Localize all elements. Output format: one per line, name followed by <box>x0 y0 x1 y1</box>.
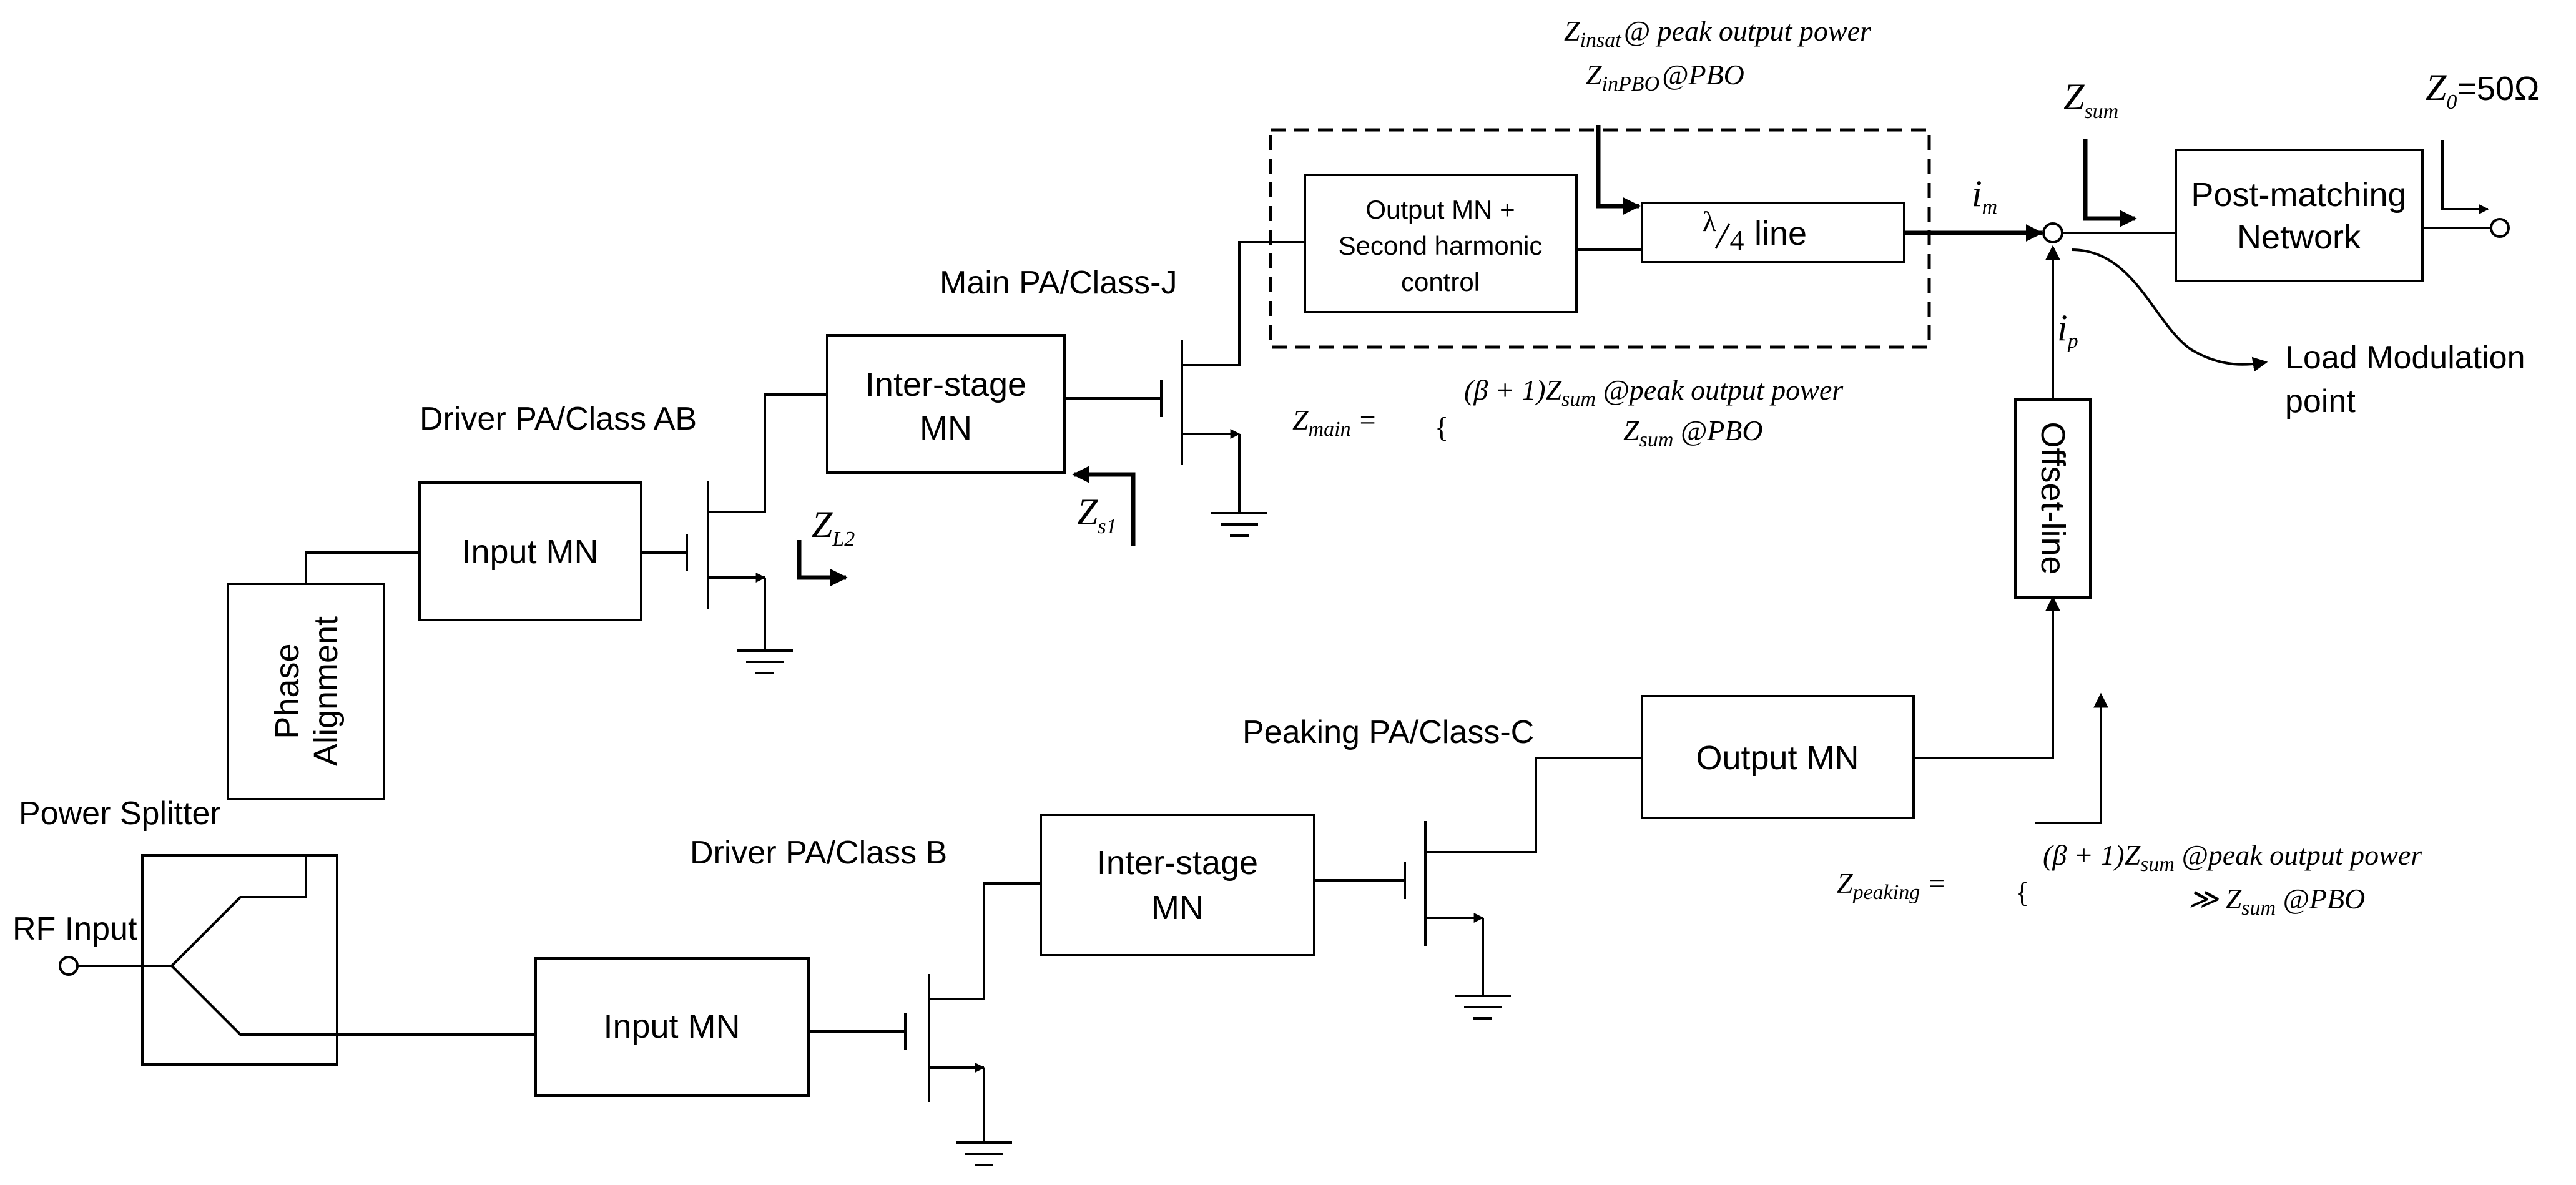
z-s1-label: Zs1 <box>1077 491 1117 538</box>
interstage-top-label-2: MN <box>920 410 972 447</box>
output-mn-main-label-3: control <box>1401 267 1480 297</box>
phase-alignment-label-1: Phase <box>268 643 306 739</box>
output-network-dashed-box <box>1269 128 1931 349</box>
z-0-label: Z0=50Ω <box>2426 67 2539 114</box>
interstage-top-label-1: Inter-stage <box>865 366 1026 403</box>
svg-text:Zmain=: Zmain= <box>1292 404 1376 441</box>
summing-node <box>2042 222 2063 243</box>
rf-output-terminal <box>2490 218 2510 238</box>
z-inpbo-label: ZinPBO@PBO <box>1586 59 1744 96</box>
svg-text:(β + 1)Zsum @peak output power: (β + 1)Zsum @peak output power <box>2043 839 2422 876</box>
z-insat-label: Zinsat@ peak output power <box>1564 15 1872 52</box>
post-matching-label-2: Network <box>2237 219 2361 256</box>
peaking-pa-transistor <box>1404 821 1511 1020</box>
output-mn-main-block <box>1304 174 1578 313</box>
interstage-mn-top-block <box>826 334 1066 474</box>
z-peaking-equation: Zpeaking= { (β + 1)Zsum @peak output pow… <box>1837 839 2422 920</box>
input-mn-top-label: Input MN <box>461 533 598 571</box>
interstage-mn-bottom-block <box>1040 814 1315 956</box>
main-pa-label: Main PA/Class-J <box>940 265 1177 301</box>
z-insat-arrow <box>1596 125 1641 215</box>
driver-ab-transistor <box>686 481 793 674</box>
svg-text:(β + 1)Zsum @peak output power: (β + 1)Zsum @peak output power <box>1464 374 1844 411</box>
svg-text:≫ Zsum @PBO: ≫ Zsum @PBO <box>2188 883 2365 920</box>
z-peaking-arrow <box>2035 692 2108 824</box>
post-matching-label-1: Post-matching <box>2191 176 2406 214</box>
main-pa-transistor <box>1160 340 1267 537</box>
output-mn-main-label-2: Second harmonic <box>1339 231 1543 260</box>
rf-input-terminal <box>59 956 79 976</box>
quarter-line-lambda: λ <box>1703 205 1717 237</box>
input-mn-bottom-label: Input MN <box>603 1008 740 1045</box>
i-p-label: ip <box>2057 307 2078 353</box>
interstage-bottom-label-1: Inter-stage <box>1097 844 1258 882</box>
z-l2-arrow <box>797 540 848 586</box>
phase-alignment-block <box>227 583 385 800</box>
offset-line-block <box>2014 398 2092 599</box>
rf-input-label: RF Input <box>12 911 137 947</box>
z-0-arrow <box>2441 140 2489 214</box>
z-main-equation: Zmain= { (β + 1)Zsum @peak output power … <box>1292 374 1844 451</box>
quarter-wave-line-block <box>1641 202 1905 263</box>
svg-text:Zpeaking=: Zpeaking= <box>1837 867 1945 904</box>
load-modulation-label-2: point <box>2285 383 2356 420</box>
quarter-line-four: 4 <box>1730 224 1744 256</box>
driver-b-transistor <box>904 974 1012 1166</box>
z-peaking-brace: { <box>2015 877 2029 908</box>
output-mn-peaking-block <box>1641 695 1915 819</box>
input-mn-top-block <box>418 481 642 621</box>
i-m-label: im <box>1972 173 1997 219</box>
z-sum-arrow <box>2083 139 2137 227</box>
output-mn-main-label-1: Output MN + <box>1365 195 1515 224</box>
z-main-brace: { <box>1435 411 1448 443</box>
peaking-pa-label: Peaking PA/Class-C <box>1242 714 1534 750</box>
input-mn-bottom-block <box>534 957 810 1097</box>
post-matching-network-block <box>2175 149 2424 282</box>
z-l2-label: ZL2 <box>812 504 855 551</box>
load-modulation-label-1: Load Modulation <box>2285 340 2525 376</box>
offset-line-label: Offset-line <box>2034 421 2072 574</box>
driver-b-label: Driver PA/Class B <box>690 835 947 871</box>
phase-alignment-label-2: Alignment <box>307 616 345 766</box>
power-splitter-label: Power Splitter <box>19 795 221 832</box>
interstage-bottom-label-2: MN <box>1151 889 1204 927</box>
output-mn-peaking-label: Output MN <box>1696 739 1859 777</box>
driver-ab-label: Driver PA/Class AB <box>420 401 697 437</box>
quarter-line-word: line <box>1754 215 1807 252</box>
z-sum-label: Zsum <box>2063 76 2118 123</box>
power-splitter-box <box>141 854 338 1066</box>
z-s1-arrow <box>1072 466 1136 546</box>
svg-text:Zsum @PBO: Zsum @PBO <box>1623 415 1763 451</box>
